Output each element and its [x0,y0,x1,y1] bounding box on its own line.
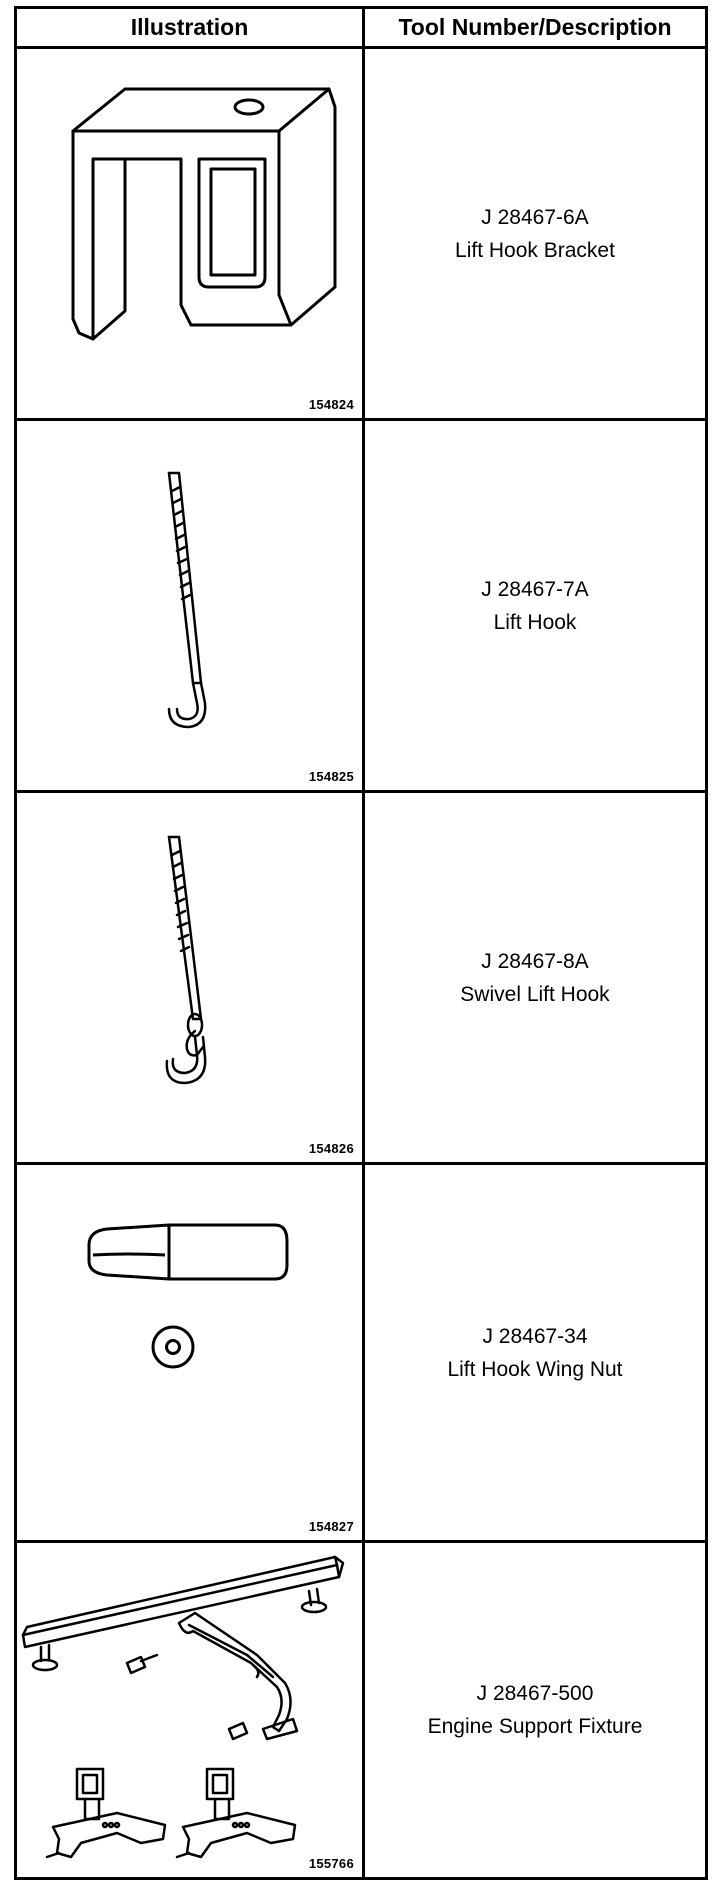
image-code: 154827 [308,1519,354,1534]
image-code: 154826 [308,1141,354,1156]
tool-description-cell: J 28467-7A Lift Hook [365,421,705,790]
tool-description-cell: J 28467-8A Swivel Lift Hook [365,793,705,1162]
illustration-cell: 154826 [17,793,362,1162]
swivel-lift-hook-icon [165,835,207,1085]
tool-description: Lift Hook Wing Nut [447,1357,623,1381]
tool-number: J 28467-7A [481,577,589,601]
illustration-cell: 154827 [17,1165,362,1540]
table-row: 155766 J 28467-500 Engine Support Fixtur… [17,1543,705,1877]
header-tool-number-description: Tool Number/Description [398,14,672,40]
image-code: 154825 [308,769,354,784]
tool-description-cell: J 28467-34 Lift Hook Wing Nut [365,1165,705,1540]
lift-hook-wing-nut-icon [87,1223,289,1369]
table-row: 154825 J 28467-7A Lift Hook [17,421,705,793]
illustration-cell: 154825 [17,421,362,790]
lift-hook-icon [167,471,207,729]
table-row: 154824 J 28467-6A Lift Hook Bracket [17,49,705,421]
tool-number: J 28467-6A [481,205,589,229]
tool-table: Illustration Tool Number/Description 154… [14,6,708,1880]
tool-number: J 28467-34 [482,1324,588,1348]
table-header: Illustration Tool Number/Description [17,9,705,49]
lift-hook-bracket-icon [71,87,337,341]
illustration-cell: 155766 [17,1543,362,1877]
header-illustration: Illustration [130,14,249,40]
table-row: 154827 J 28467-34 Lift Hook Wing Nut [17,1165,705,1543]
image-code: 154824 [308,397,354,412]
table-row: 154826 J 28467-8A Swivel Lift Hook [17,793,705,1165]
column-divider [362,9,365,1877]
tool-number: J 28467-8A [481,949,589,973]
tool-description: Lift Hook Bracket [455,238,615,262]
image-code: 155766 [308,1856,354,1871]
tool-description: Swivel Lift Hook [460,982,610,1006]
tool-number: J 28467-500 [476,1682,594,1705]
tool-description-cell: J 28467-500 Engine Support Fixture [365,1543,705,1877]
tool-description: Lift Hook [493,610,577,634]
illustration-cell: 154824 [17,49,362,418]
tool-description: Engine Support Fixture [427,1715,643,1738]
engine-support-fixture-icon [21,1555,345,1859]
tool-description-cell: J 28467-6A Lift Hook Bracket [365,49,705,418]
